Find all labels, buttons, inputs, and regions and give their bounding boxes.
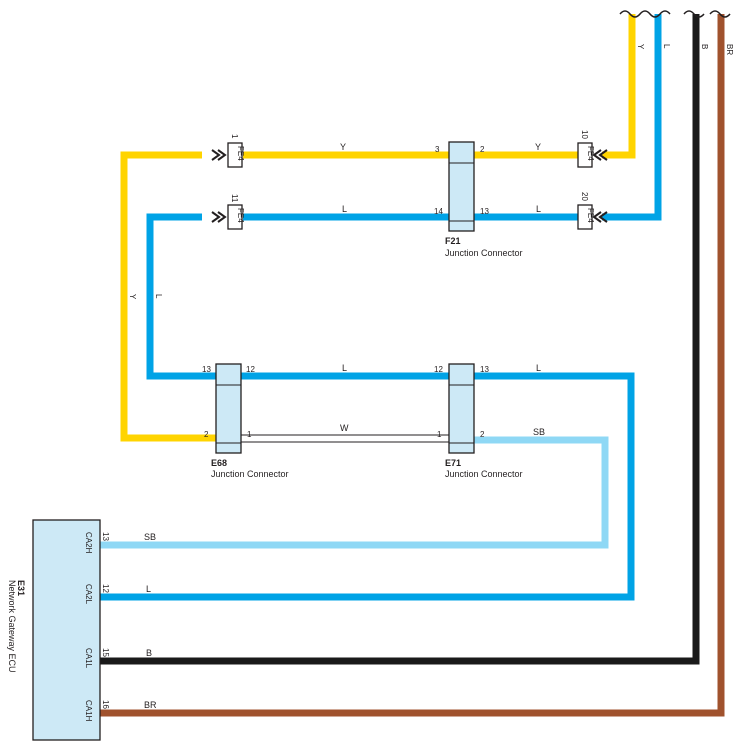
ecu-terminal-ca2l: CA2L xyxy=(84,584,93,605)
wire-label-y-top: Y xyxy=(636,44,645,50)
wire-label-br-ecu: BR xyxy=(144,700,157,710)
wire-label-l-fe4-f21: L xyxy=(342,204,347,214)
wire-label-l-ecu: L xyxy=(146,584,151,594)
wire-label-sb-e71-out: SB xyxy=(533,427,545,437)
ecu-e31: E31 Network Gateway ECU CA2H 13 CA2L 12 … xyxy=(7,519,110,741)
pin-number: 13 xyxy=(480,207,489,216)
break-mark-yl xyxy=(619,10,671,18)
wire-l-left xyxy=(146,213,216,380)
connector-id: E68 xyxy=(211,458,227,468)
fe4-pin: 11 xyxy=(230,194,239,203)
inline-connector-fe4-pin20: FE4 20 xyxy=(577,192,608,230)
wire-label-y-f21-fe4: Y xyxy=(535,142,541,152)
wire-br xyxy=(100,14,725,717)
fe4-label: FE4 xyxy=(236,146,245,161)
wire-label-l-e71-out: L xyxy=(536,363,541,373)
break-mark-b xyxy=(683,10,705,18)
ecu-pin-13: 13 xyxy=(101,532,110,541)
ecu-terminal-ca1h: CA1H xyxy=(84,700,93,722)
ecu-body xyxy=(32,519,101,741)
pin-number: 14 xyxy=(434,207,443,216)
connector-arrow-icon xyxy=(592,211,608,223)
fe4-label: FE4 xyxy=(236,208,245,223)
pin-number: 13 xyxy=(202,365,211,374)
connector-id: F21 xyxy=(445,236,461,246)
fe4-pin: 10 xyxy=(580,130,589,139)
pin-number: 2 xyxy=(204,430,209,439)
connector-id: E71 xyxy=(445,458,461,468)
pin-number: 12 xyxy=(246,365,255,374)
pin-number: 1 xyxy=(247,430,252,439)
junction-connector-e68: 13 12 2 1 E68 Junction Connector xyxy=(202,363,289,479)
ecu-name: Network Gateway ECU xyxy=(7,580,17,673)
fe4-label: FE4 xyxy=(586,146,595,161)
ecu-terminal-ca1l: CA1L xyxy=(84,648,93,669)
pin-number: 13 xyxy=(480,365,489,374)
junction-connector-e71: 12 13 1 2 E71 Junction Connector xyxy=(434,363,523,479)
connector-arrow-icon xyxy=(211,211,227,223)
inline-connector-fe4-pin11: FE4 11 xyxy=(211,194,245,230)
ecu-pin-16: 16 xyxy=(101,700,110,709)
connector-body xyxy=(448,141,475,232)
connector-name: Junction Connector xyxy=(211,469,289,479)
wire-label-w-e68-e71: W xyxy=(340,423,349,433)
wire-label-sb-ecu: SB xyxy=(144,532,156,542)
wire-label-b-top: B xyxy=(700,44,709,49)
wire-label-l-e68-e71: L xyxy=(342,363,347,373)
break-mark-br xyxy=(709,10,731,18)
wire-sb-e71-ecu xyxy=(100,436,609,549)
ecu-id: E31 xyxy=(16,580,26,596)
ecu-pin-15: 15 xyxy=(101,648,110,657)
ecu-pin-12: 12 xyxy=(101,584,110,593)
wire-l-top xyxy=(602,14,662,221)
wire-w-e68-e71 xyxy=(240,434,450,443)
wire-label-br-top: BR xyxy=(725,44,734,55)
wire-y-top xyxy=(602,14,636,159)
wire-label-y-left: Y xyxy=(128,294,137,300)
pin-number: 3 xyxy=(435,145,440,154)
fe4-pin: 1 xyxy=(230,134,239,139)
connector-name: Junction Connector xyxy=(445,248,523,258)
pin-number: 2 xyxy=(480,145,485,154)
wire-y-left xyxy=(120,151,216,442)
wire-label-l-left: L xyxy=(154,294,163,299)
connector-body xyxy=(448,363,475,454)
pin-number: 2 xyxy=(480,430,485,439)
connector-body xyxy=(215,363,242,454)
wire-label-b-ecu: B xyxy=(146,648,152,658)
junction-connector-f21: 3 2 14 13 F21 Junction Connector xyxy=(434,141,523,258)
pin-number: 1 xyxy=(437,430,442,439)
fe4-pin: 20 xyxy=(580,192,589,201)
connector-name: Junction Connector xyxy=(445,469,523,479)
wire-l-e71-ecu xyxy=(100,372,635,601)
wire-label-l-top: L xyxy=(662,44,671,49)
inline-connector-fe4-pin1: FE4 1 xyxy=(211,134,245,168)
ecu-terminal-ca2h: CA2H xyxy=(84,532,93,554)
inline-connector-fe4-pin10: FE4 10 xyxy=(577,130,608,168)
connector-arrow-icon xyxy=(211,149,227,161)
wire-b xyxy=(100,14,700,665)
fe4-label: FE4 xyxy=(586,208,595,223)
connector-arrow-icon xyxy=(592,149,608,161)
wire-label-l-f21-fe4: L xyxy=(536,204,541,214)
pin-number: 12 xyxy=(434,365,443,374)
wire-label-y-fe4-f21: Y xyxy=(340,142,346,152)
